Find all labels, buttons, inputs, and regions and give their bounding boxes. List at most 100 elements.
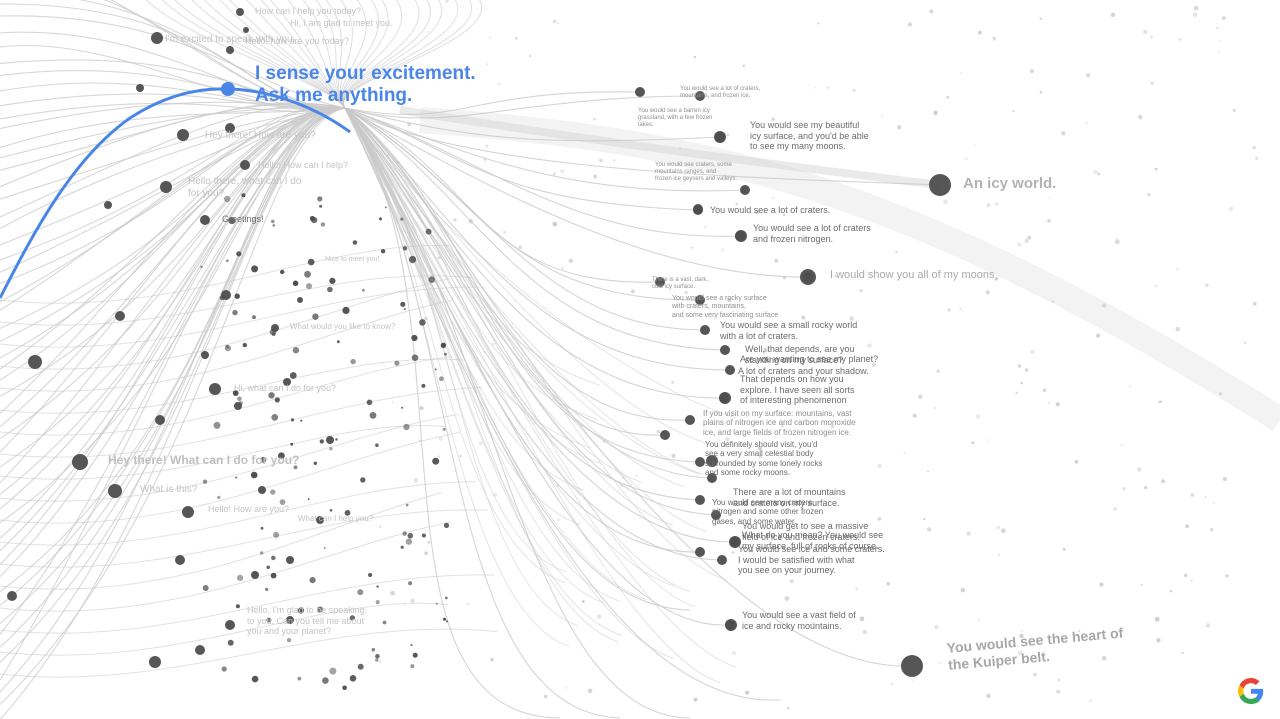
response-dot bbox=[700, 325, 710, 335]
particle-dot bbox=[1015, 391, 1018, 395]
prompt-label: Hey there! How are you? bbox=[205, 130, 316, 141]
particle-dot bbox=[1219, 39, 1222, 42]
branch-line bbox=[0, 103, 346, 188]
branch-line bbox=[0, 431, 460, 524]
particle-dot bbox=[1039, 17, 1043, 21]
particle-dot bbox=[560, 169, 565, 174]
particle-dot bbox=[557, 518, 560, 522]
branch-line bbox=[0, 107, 346, 149]
node-dot bbox=[326, 436, 334, 444]
node-dot bbox=[115, 311, 125, 321]
branch-line bbox=[344, 107, 685, 488]
particle-dot bbox=[561, 267, 564, 270]
node-dot bbox=[382, 620, 387, 625]
node-dot bbox=[297, 607, 305, 614]
highlight-response: I sense your excitement. Ask me anything… bbox=[255, 63, 476, 107]
particle-dot bbox=[1175, 327, 1180, 332]
particle-dot bbox=[599, 158, 603, 163]
node-dot bbox=[379, 217, 382, 221]
particle-dot bbox=[743, 225, 745, 227]
particle-dot bbox=[1030, 350, 1035, 354]
node-dot bbox=[268, 392, 275, 399]
branch-line bbox=[344, 107, 721, 142]
particle-dot bbox=[1192, 12, 1198, 18]
branch-line bbox=[342, 0, 403, 109]
particle-dot bbox=[593, 117, 597, 121]
node-dot bbox=[293, 465, 298, 470]
particle-dot bbox=[1057, 678, 1061, 682]
node-dot bbox=[200, 265, 203, 269]
node-dot bbox=[217, 495, 221, 500]
particle-dot bbox=[445, 0, 449, 3]
node-dot bbox=[307, 258, 315, 266]
particle-dot bbox=[721, 248, 724, 252]
prompt-label: What can I help you? bbox=[298, 514, 374, 523]
prompt-label: What would you like to know? bbox=[290, 322, 396, 331]
node-dot bbox=[274, 397, 280, 403]
response-label: You would see my beautiful icy surface, … bbox=[750, 120, 869, 152]
particle-dot bbox=[1159, 400, 1162, 404]
particle-dot bbox=[635, 474, 637, 477]
particle-dot bbox=[1225, 574, 1229, 578]
node-dot bbox=[400, 217, 404, 221]
particle-dot bbox=[966, 531, 971, 536]
node-dot bbox=[200, 215, 210, 225]
prompt-label: Hello! How are you? bbox=[208, 504, 290, 514]
particle-dot bbox=[490, 657, 494, 662]
response-label: You would see ice and some craters. I wo… bbox=[738, 544, 885, 576]
node-dot bbox=[380, 249, 386, 254]
particle-dot bbox=[784, 596, 790, 601]
branch-line bbox=[0, 386, 483, 458]
particle-dot bbox=[726, 133, 730, 137]
particle-dot bbox=[1001, 528, 1006, 533]
particle-dot bbox=[814, 86, 816, 89]
particle-dot bbox=[1042, 388, 1047, 393]
node-dot bbox=[241, 193, 246, 198]
branch-line bbox=[344, 107, 721, 684]
node-dot bbox=[290, 418, 295, 422]
particle-dot bbox=[631, 289, 635, 294]
particle-dot bbox=[693, 697, 698, 702]
node-dot bbox=[317, 606, 324, 613]
particle-dot bbox=[1222, 477, 1227, 481]
response-dot bbox=[901, 655, 923, 677]
node-dot bbox=[322, 677, 329, 684]
node-dot bbox=[260, 456, 267, 463]
particle-dot bbox=[1074, 460, 1079, 464]
particle-dot bbox=[877, 463, 882, 468]
branch-line bbox=[0, 107, 346, 719]
particle-dot bbox=[1120, 444, 1123, 447]
particle-dot bbox=[859, 616, 865, 622]
node-dot bbox=[435, 602, 438, 605]
particle-dot bbox=[994, 277, 999, 281]
node-dot bbox=[250, 471, 258, 479]
particle-dot bbox=[754, 209, 760, 215]
response-dot bbox=[725, 619, 737, 631]
branch-line bbox=[344, 91, 641, 116]
particle-dot bbox=[1024, 238, 1029, 243]
node-dot bbox=[329, 667, 337, 675]
node-dot bbox=[209, 383, 221, 395]
prompt-label: Hello! How can I help? bbox=[258, 160, 349, 170]
node-dot bbox=[313, 461, 317, 465]
particle-dot bbox=[826, 86, 829, 89]
branch-line bbox=[344, 107, 701, 463]
particle-dot bbox=[933, 406, 936, 410]
particle-dot bbox=[965, 158, 968, 161]
node-dot bbox=[409, 255, 417, 264]
particle-dot bbox=[960, 587, 966, 593]
particle-dot bbox=[959, 307, 962, 310]
node-dot bbox=[368, 572, 373, 578]
particle-dot bbox=[943, 199, 948, 205]
node-dot bbox=[350, 358, 356, 365]
particle-dot bbox=[587, 688, 593, 694]
particle-dot bbox=[1017, 242, 1022, 247]
node-dot bbox=[442, 427, 446, 431]
node-dot bbox=[251, 675, 259, 683]
response-label: What do you mean? You would see my surfa… bbox=[742, 530, 884, 551]
particle-dot bbox=[946, 95, 950, 99]
branch-line bbox=[342, 0, 420, 109]
branch-line bbox=[344, 107, 708, 533]
branch-line bbox=[0, 492, 443, 590]
particle-dot bbox=[1169, 589, 1173, 593]
